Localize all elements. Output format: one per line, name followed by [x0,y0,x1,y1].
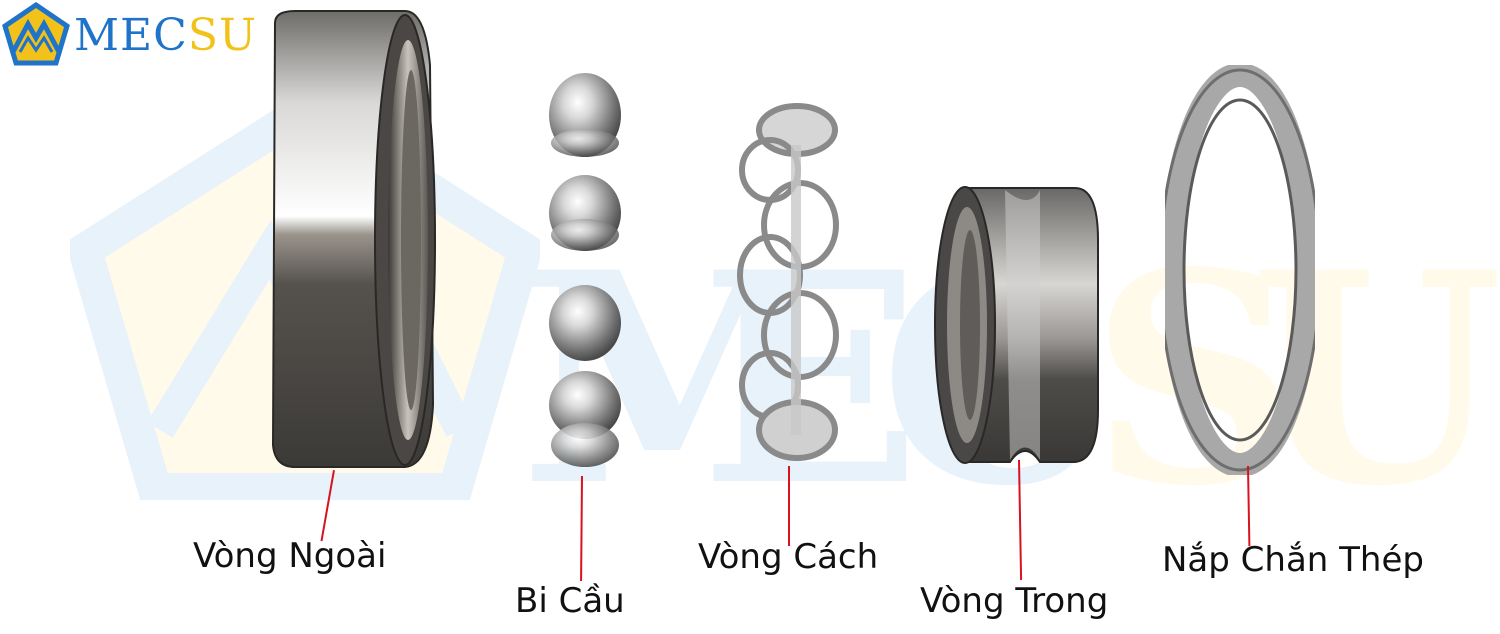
label-balls: Bi Cầu [515,581,625,621]
inner-ring-illustration [934,186,1099,464]
leader-cage [788,466,790,546]
cage-illustration [737,103,839,461]
label-outer-ring: Vòng Ngoài [193,536,387,576]
pentagon-mountain-icon [2,2,70,66]
logo-text-accent: SU [187,10,258,61]
label-steel-shield: Nắp Chắn Thép [1162,540,1424,580]
label-cage: Vòng Cách [698,537,879,577]
logo-text-primary: MEC [74,10,188,61]
watermark-letter-e: E [700,210,922,550]
brand-logo: MECSU [0,0,256,80]
outer-ring-illustration [271,10,436,468]
steel-shield-illustration [1165,65,1315,475]
balls-illustration [549,73,621,467]
label-inner-ring: Vòng Trong [920,581,1109,621]
logo-text: MECSU [74,14,257,58]
